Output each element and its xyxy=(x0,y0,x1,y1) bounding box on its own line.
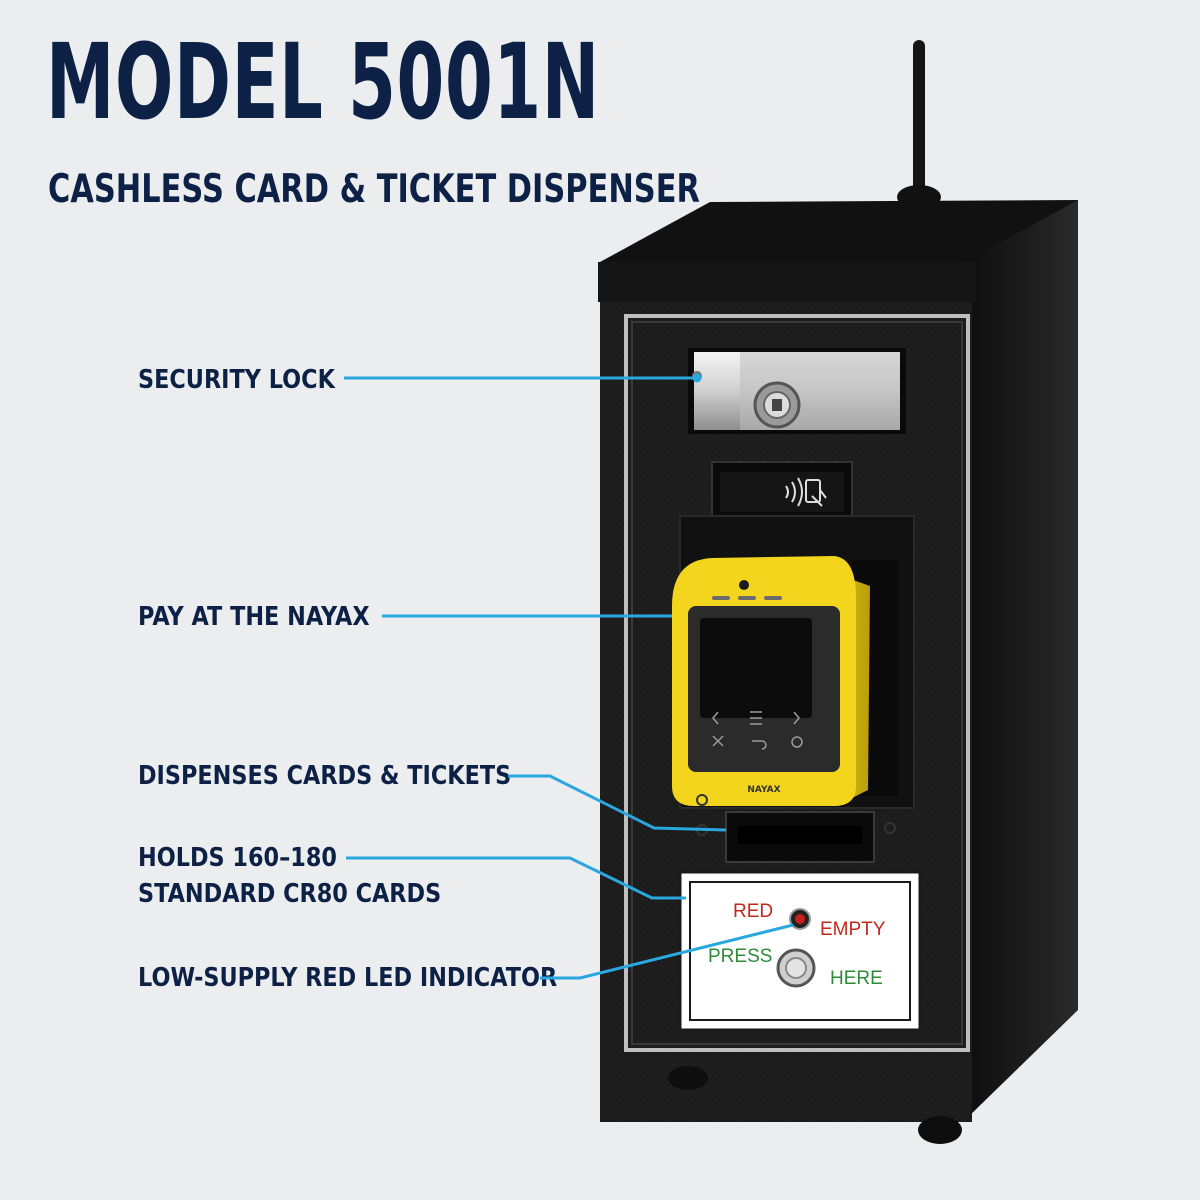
foot-right xyxy=(918,1116,962,1144)
leader-dispenses xyxy=(508,774,727,832)
callout-dispenses: DISPENSES CARDS & TICKETS xyxy=(138,761,512,791)
indicator-panel: RED EMPTY PRESS HERE xyxy=(678,870,922,1032)
button-label-here: HERE xyxy=(830,968,883,989)
contactless-plate xyxy=(711,461,853,523)
callout-pay-at-nayax: PAY AT THE NAYAX xyxy=(138,602,370,632)
contactless-icon xyxy=(785,477,827,507)
dispense-slot xyxy=(725,811,875,863)
indicator-label-empty: EMPTY xyxy=(820,919,886,940)
indicator-label-red: RED xyxy=(733,901,773,922)
foot-left xyxy=(668,1066,708,1090)
callout-holds-line1: HOLDS 160–180 xyxy=(138,843,337,873)
callout-security-lock: SECURITY LOCK xyxy=(138,365,335,395)
press-here-button[interactable] xyxy=(776,948,816,988)
callout-holds-line2: STANDARD CR80 CARDS xyxy=(138,879,442,909)
button-label-press: PRESS xyxy=(708,946,772,967)
front-trim xyxy=(624,314,970,1052)
page-title: MODEL 5001N xyxy=(46,21,600,143)
red-led-indicator xyxy=(789,908,811,930)
callout-lines xyxy=(344,373,794,980)
cabinet-top xyxy=(600,200,1078,262)
nayax-reader[interactable]: NAYAX xyxy=(672,556,870,806)
reader-led-row xyxy=(712,596,782,600)
cabinet-side xyxy=(965,200,1078,1120)
reader-brand: NAYAX xyxy=(747,785,780,795)
antenna xyxy=(897,40,941,209)
leader-holds xyxy=(346,856,686,900)
callout-led-indicator: LOW-SUPPLY RED LED INDICATOR xyxy=(138,963,558,993)
page-subtitle: CASHLESS CARD & TICKET DISPENSER xyxy=(48,167,700,212)
security-lock[interactable] xyxy=(688,348,906,434)
leader-led xyxy=(540,923,794,980)
reader-screen xyxy=(700,618,812,718)
reader-keypad[interactable] xyxy=(712,711,803,750)
reader-camera xyxy=(739,580,749,590)
